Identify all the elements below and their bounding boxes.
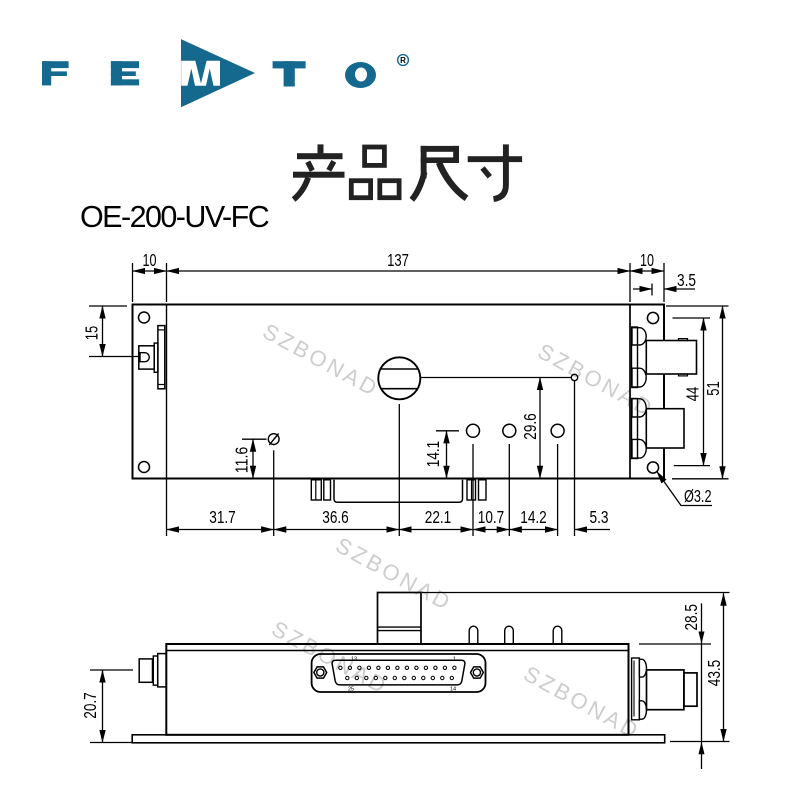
- svg-text:10: 10: [143, 250, 157, 270]
- svg-text:43.5: 43.5: [704, 660, 724, 687]
- svg-text:25: 25: [348, 687, 354, 693]
- svg-text:31.7: 31.7: [209, 507, 236, 527]
- svg-text:13: 13: [351, 657, 357, 663]
- svg-text:OE-200-UV-FC: OE-200-UV-FC: [80, 200, 269, 234]
- svg-text:29.6: 29.6: [520, 413, 540, 440]
- svg-text:22.1: 22.1: [425, 507, 452, 527]
- svg-text:44: 44: [683, 387, 703, 402]
- svg-text:R: R: [400, 56, 406, 65]
- svg-text:SZBONAD: SZBONAD: [259, 318, 384, 401]
- svg-text:51: 51: [703, 381, 723, 395]
- svg-text:SZBONAD: SZBONAD: [534, 338, 659, 421]
- svg-text:20.7: 20.7: [80, 692, 100, 719]
- svg-text:14: 14: [450, 687, 456, 693]
- svg-text:137: 137: [387, 250, 409, 270]
- svg-text:3.5: 3.5: [677, 270, 696, 290]
- svg-text:10.7: 10.7: [478, 507, 505, 527]
- svg-text:5.3: 5.3: [590, 507, 609, 527]
- svg-text:10: 10: [640, 250, 654, 270]
- svg-text:11.6: 11.6: [232, 447, 252, 474]
- svg-text:1: 1: [453, 657, 456, 663]
- svg-text:SZBONAD: SZBONAD: [332, 532, 457, 615]
- svg-text:14.2: 14.2: [520, 507, 547, 527]
- svg-text:14.1: 14.1: [423, 441, 443, 468]
- svg-text:SZBONAD: SZBONAD: [520, 661, 645, 744]
- svg-text:15: 15: [82, 326, 102, 340]
- svg-text:Ø3.2: Ø3.2: [684, 486, 712, 506]
- svg-text:28.5: 28.5: [681, 604, 701, 631]
- svg-text:36.6: 36.6: [322, 507, 349, 527]
- svg-text:SZBONAD: SZBONAD: [268, 616, 393, 699]
